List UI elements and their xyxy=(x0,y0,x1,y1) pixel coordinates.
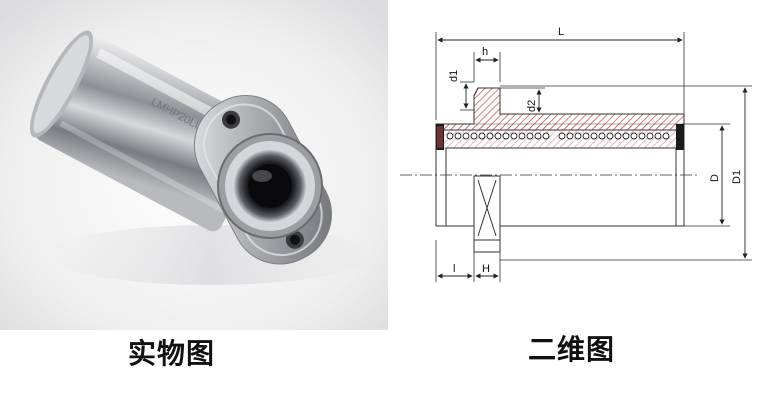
dim-D: D xyxy=(709,174,721,182)
linear-bearing-photo-icon: LMHP20LUU xyxy=(0,0,388,330)
dim-h: h xyxy=(482,46,488,58)
technical-drawing: L h d1 d2 D D1 l H xyxy=(388,0,777,330)
dim-l: l xyxy=(453,263,455,275)
drawing-caption: 二维图 xyxy=(528,333,616,366)
dim-D1: D1 xyxy=(731,170,743,184)
product-photo: LMHP20LUU xyxy=(0,0,388,330)
photo-caption: 实物图 xyxy=(128,337,216,370)
dim-d2: d2 xyxy=(526,100,538,112)
bearing-cross-section-drawing-icon: L h d1 d2 D D1 l H xyxy=(400,26,752,282)
dim-d1: d1 xyxy=(448,70,460,82)
dim-L: L xyxy=(558,26,564,38)
dim-H: H xyxy=(482,263,490,275)
